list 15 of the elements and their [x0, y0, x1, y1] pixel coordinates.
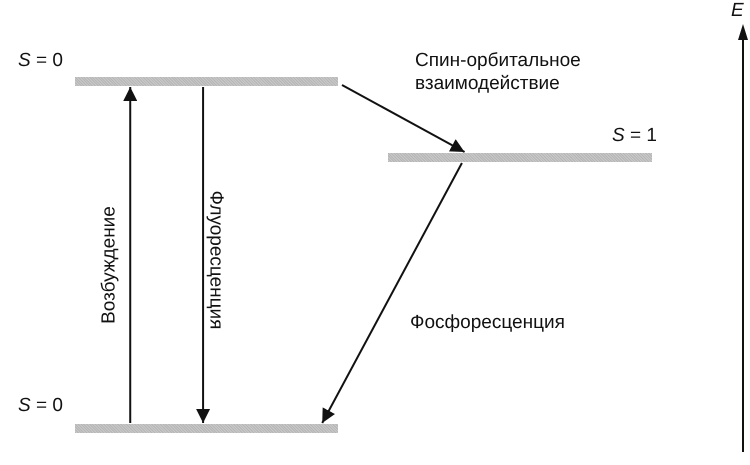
state-label: S = 1	[612, 125, 657, 147]
arrow	[342, 84, 466, 153]
edge-label: Спин-орбитальное взаимодействие	[415, 50, 582, 96]
arrow	[321, 162, 463, 424]
energy-level-bar	[388, 153, 652, 162]
state-label: S = 0	[18, 50, 63, 72]
axis-label: E	[731, 0, 744, 22]
state-label: S = 0	[18, 395, 63, 417]
arrow	[123, 87, 138, 423]
energy-level-bar	[75, 424, 338, 433]
edge-label: Возбуждение	[98, 206, 121, 324]
edge-label: Флуоресценция	[204, 190, 226, 330]
edge-label: Фосфоресценция	[410, 312, 565, 335]
energy-level-bar	[75, 77, 338, 86]
arrow	[196, 87, 210, 423]
